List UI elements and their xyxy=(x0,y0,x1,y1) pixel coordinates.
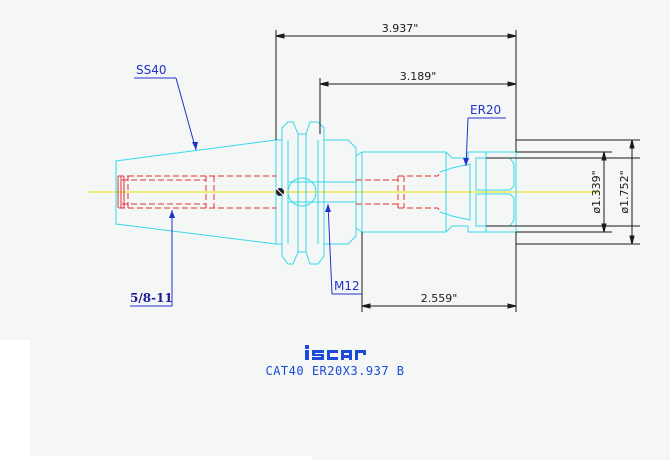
part-number: CAT40 ER20X3.937 B xyxy=(265,364,405,378)
overall-length-label: 3.937" xyxy=(382,22,419,35)
dimension-lines xyxy=(275,30,640,312)
inner-diameter-label: ø1.339" xyxy=(590,170,603,213)
hidden-bore-lines xyxy=(118,171,441,213)
taper-callout: SS40 xyxy=(136,63,167,77)
outer-diameter-label: ø1.752" xyxy=(618,170,631,213)
callout-leaders xyxy=(130,77,506,307)
screw-callout: M12 xyxy=(334,279,360,293)
collet-length-label: 3.189" xyxy=(400,70,437,83)
hidden-tick-marks xyxy=(117,176,125,208)
brand-logo xyxy=(305,345,366,360)
thread-callout: 5/8-11 xyxy=(130,291,173,305)
taper-body xyxy=(115,121,517,265)
collet-callout: ER20 xyxy=(470,103,501,117)
gauge-length-label: 2.559" xyxy=(421,292,458,305)
